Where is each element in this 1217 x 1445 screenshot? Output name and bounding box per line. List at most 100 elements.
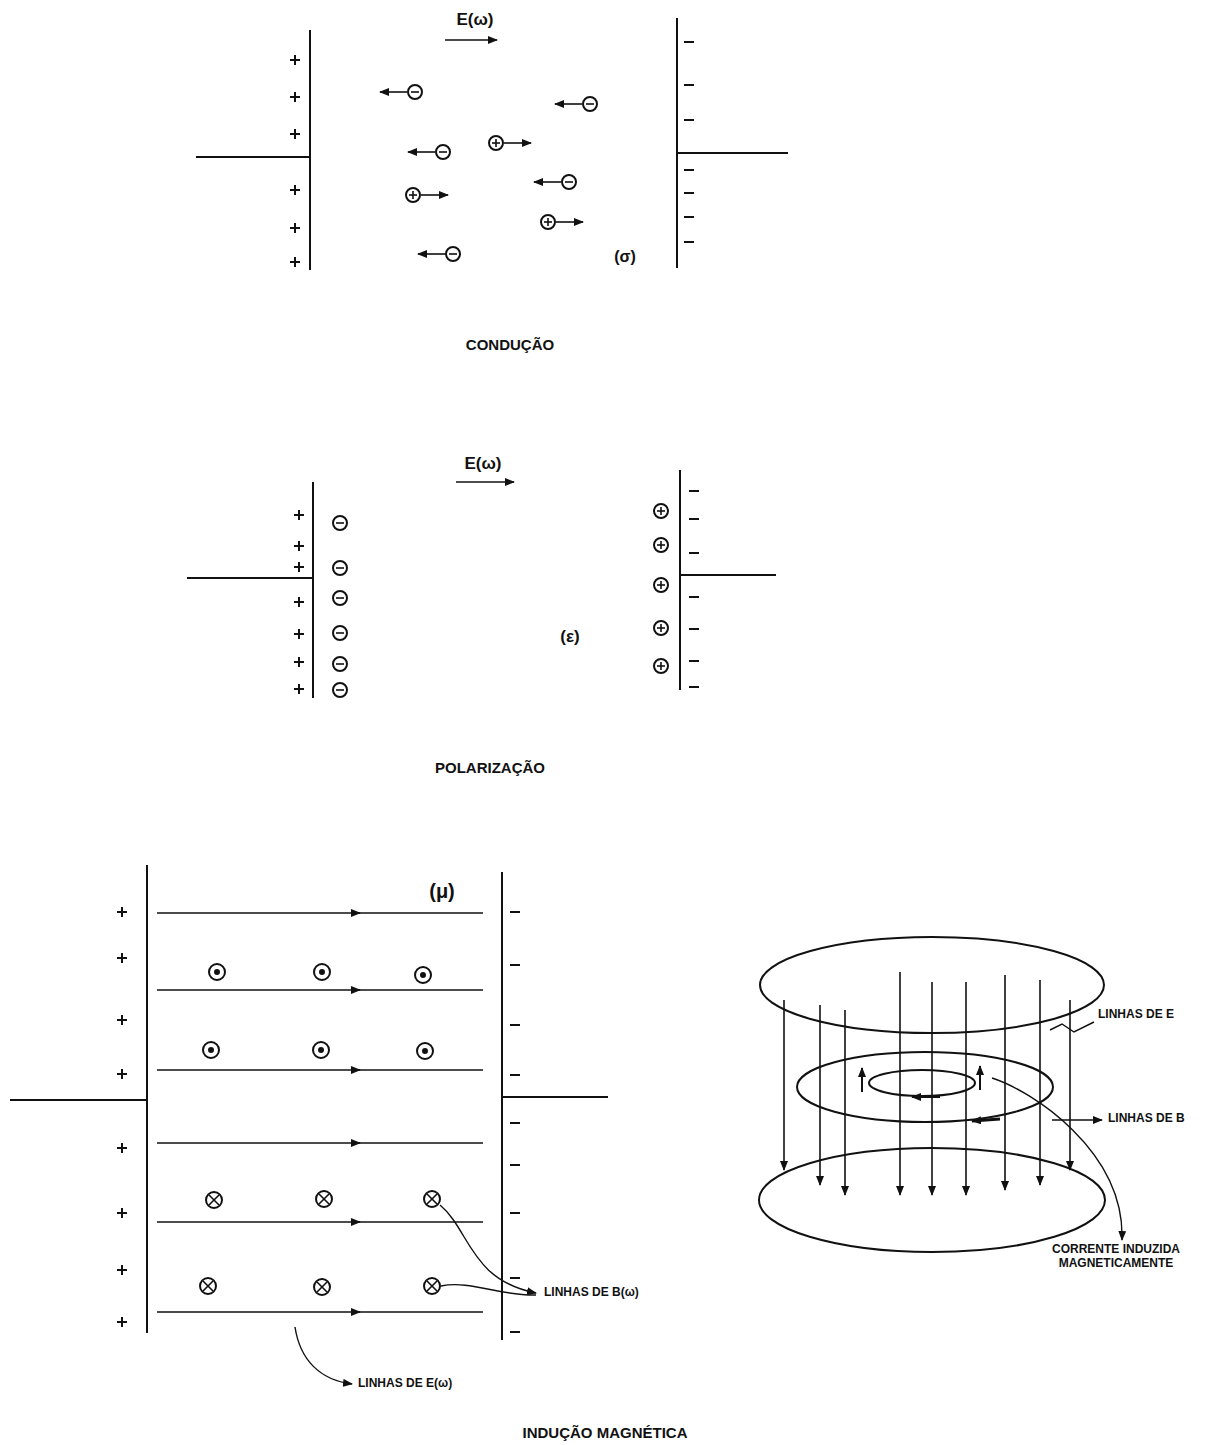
minus-sign [684, 84, 694, 86]
leader-line [1052, 1119, 1102, 1120]
plus-sign [298, 657, 300, 667]
field-arrow [445, 39, 497, 41]
plus-sign [294, 92, 296, 102]
leader-line [441, 1285, 536, 1295]
b-field-out [313, 1042, 329, 1058]
minus-sign [689, 552, 699, 554]
charge-plus [660, 541, 662, 549]
e-field-line [931, 982, 933, 1195]
negative-charge [333, 561, 347, 575]
e-field-line [157, 1311, 360, 1313]
plus-sign [121, 907, 123, 917]
charge-minus [336, 632, 344, 634]
label: LINHAS DE B(ω) [544, 1286, 639, 1300]
e-field-line [783, 1000, 785, 1170]
e-field-line [157, 989, 360, 991]
b-field-dot [320, 970, 324, 974]
capacitor-plate [309, 30, 311, 270]
wire [677, 152, 788, 154]
negative-charge [436, 145, 450, 159]
loop-direction [972, 1119, 1000, 1121]
e-field-line [355, 1311, 483, 1313]
e-field-line [1039, 980, 1041, 1185]
charge-minus [439, 151, 447, 153]
negative-charge [408, 85, 422, 99]
charge-velocity [534, 181, 561, 183]
plus-sign [121, 1265, 123, 1275]
charge-plus [660, 624, 662, 632]
label: CONDUÇÃO [466, 336, 554, 353]
b-field-in [316, 1191, 332, 1207]
b-field-cross [203, 1281, 213, 1291]
minus-sign [684, 241, 694, 243]
e-field-line [844, 1010, 846, 1195]
label: (μ) [429, 880, 455, 903]
negative-charge [333, 591, 347, 605]
label: LINHAS DE B [1108, 1112, 1185, 1126]
positive-charge [654, 504, 668, 518]
minus-sign [510, 1212, 520, 1214]
negative-charge [333, 657, 347, 671]
b-field-out [415, 967, 431, 983]
minus-sign [684, 216, 694, 218]
minus-sign [684, 192, 694, 194]
label: E(ω) [464, 454, 501, 474]
plus-sign [298, 541, 300, 551]
minus-sign [510, 911, 520, 913]
b-field-loop [869, 1070, 975, 1096]
minus-sign [510, 1122, 520, 1124]
minus-sign [510, 1024, 520, 1026]
induced-current [979, 1066, 981, 1090]
label: LINHAS DE E(ω) [358, 1377, 452, 1391]
e-field-line [157, 1069, 360, 1071]
capacitor-plate [501, 872, 503, 1340]
charge-velocity [408, 151, 435, 153]
charge-velocity [418, 253, 445, 255]
e-field-line [355, 912, 483, 914]
e-field-line [819, 1005, 821, 1185]
capacitor-plate [312, 482, 314, 698]
label: E(ω) [456, 10, 493, 30]
plus-sign [294, 257, 296, 267]
leader-line [992, 1078, 1122, 1240]
b-field-out [203, 1042, 219, 1058]
charge-plus [660, 581, 662, 589]
b-field-dot [215, 970, 219, 974]
minus-sign [510, 1277, 520, 1279]
minus-sign [689, 596, 699, 598]
plus-sign [298, 510, 300, 520]
charge-plus [660, 507, 662, 515]
b-field-dot [421, 973, 425, 977]
negative-charge [446, 247, 460, 261]
minus-sign [684, 119, 694, 121]
negative-charge [562, 175, 576, 189]
field-arrow [456, 481, 514, 483]
plus-sign [298, 684, 300, 694]
b-field-in [424, 1278, 440, 1294]
plus-sign [121, 1069, 123, 1079]
b-field-cross [209, 1195, 219, 1205]
b-field-cross [319, 1194, 329, 1204]
charge-minus [336, 597, 344, 599]
wire [196, 156, 310, 158]
plus-sign [294, 223, 296, 233]
charge-minus [336, 663, 344, 665]
positive-charge [406, 188, 420, 202]
label: POLARIZAÇÃO [435, 759, 545, 776]
charge-minus [449, 253, 457, 255]
e-field-line [157, 1142, 360, 1144]
positive-charge [654, 621, 668, 635]
plus-sign [294, 185, 296, 195]
b-field-out [209, 964, 225, 980]
label: LINHAS DE E [1098, 1008, 1174, 1022]
charge-plus [547, 218, 549, 226]
charge-velocity [421, 194, 448, 196]
e-field-line [355, 1142, 483, 1144]
leader-line [1050, 1022, 1094, 1032]
b-field-cross [317, 1282, 327, 1292]
minus-sign [510, 964, 520, 966]
e-field-line [355, 989, 483, 991]
label: (σ) [614, 248, 636, 266]
b-field-dot [319, 1048, 323, 1052]
charge-velocity [556, 221, 583, 223]
